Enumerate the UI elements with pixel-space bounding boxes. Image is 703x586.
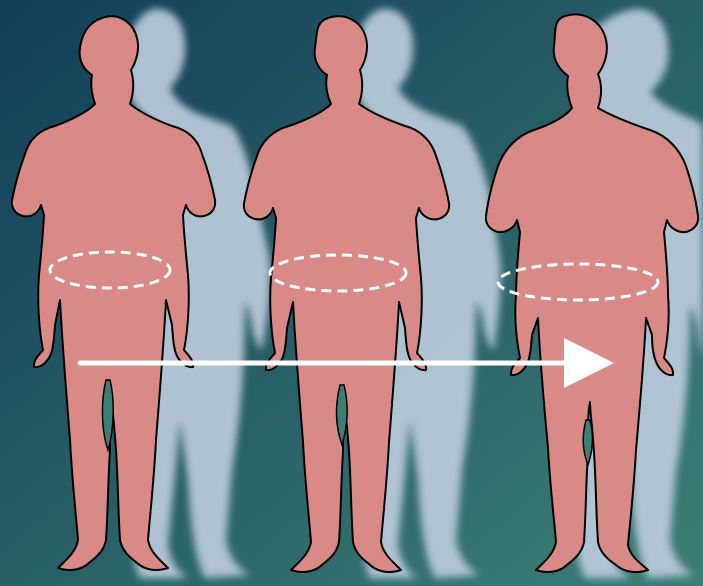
illustration-canvas (0, 0, 703, 586)
illustration (0, 0, 703, 586)
